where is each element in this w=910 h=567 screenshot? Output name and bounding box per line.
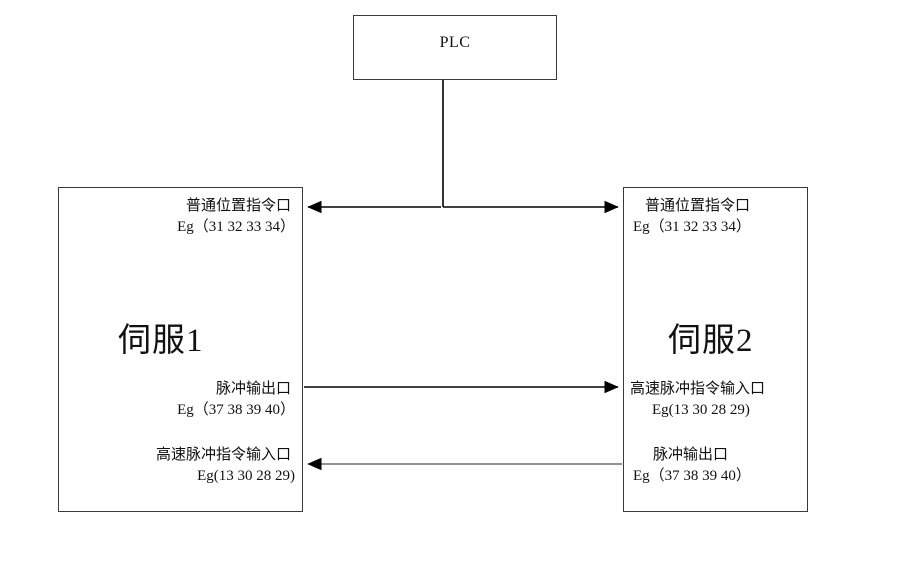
servo2-port-top: 普通位置指令口 Eg（31 32 33 34）	[633, 196, 751, 238]
plc-label: PLC	[439, 34, 471, 51]
servo1-title: 伺服1	[118, 323, 204, 359]
servo1-port-middle-name: 脉冲输出口	[215, 381, 291, 397]
servo1-port-middle: 脉冲输出口 Eg（37 38 39 40）	[177, 379, 295, 421]
servo2-box[interactable]	[623, 187, 808, 512]
servo1-box[interactable]	[58, 187, 303, 512]
servo2-port-bottom-example: Eg（37 38 39 40）	[633, 468, 751, 484]
servo2-port-middle: 高速脉冲指令输入口 Eg(13 30 28 29)	[630, 379, 765, 421]
servo2-port-top-name: 普通位置指令口	[645, 198, 751, 214]
servo2-port-middle-example: Eg(13 30 28 29)	[652, 402, 750, 418]
servo1-port-top: 普通位置指令口 Eg（31 32 33 34）	[177, 196, 295, 238]
servo1-port-top-example: Eg（31 32 33 34）	[177, 219, 295, 235]
servo2-title: 伺服2	[668, 323, 754, 359]
servo2-port-bottom: 脉冲输出口 Eg（37 38 39 40）	[633, 445, 751, 487]
servo1-port-bottom: 高速脉冲指令输入口 Eg(13 30 28 29)	[156, 445, 295, 487]
servo1-port-bottom-name: 高速脉冲指令输入口	[155, 447, 291, 463]
servo2-port-middle-name: 高速脉冲指令输入口	[630, 381, 766, 397]
servo1-port-bottom-example: Eg(13 30 28 29)	[197, 468, 295, 484]
plc-box[interactable]	[353, 15, 557, 80]
servo1-port-middle-example: Eg（37 38 39 40）	[177, 402, 295, 418]
servo2-port-bottom-name: 脉冲输出口	[653, 447, 729, 463]
servo2-port-top-example: Eg（31 32 33 34）	[633, 219, 751, 235]
servo1-port-top-name: 普通位置指令口	[185, 198, 291, 214]
